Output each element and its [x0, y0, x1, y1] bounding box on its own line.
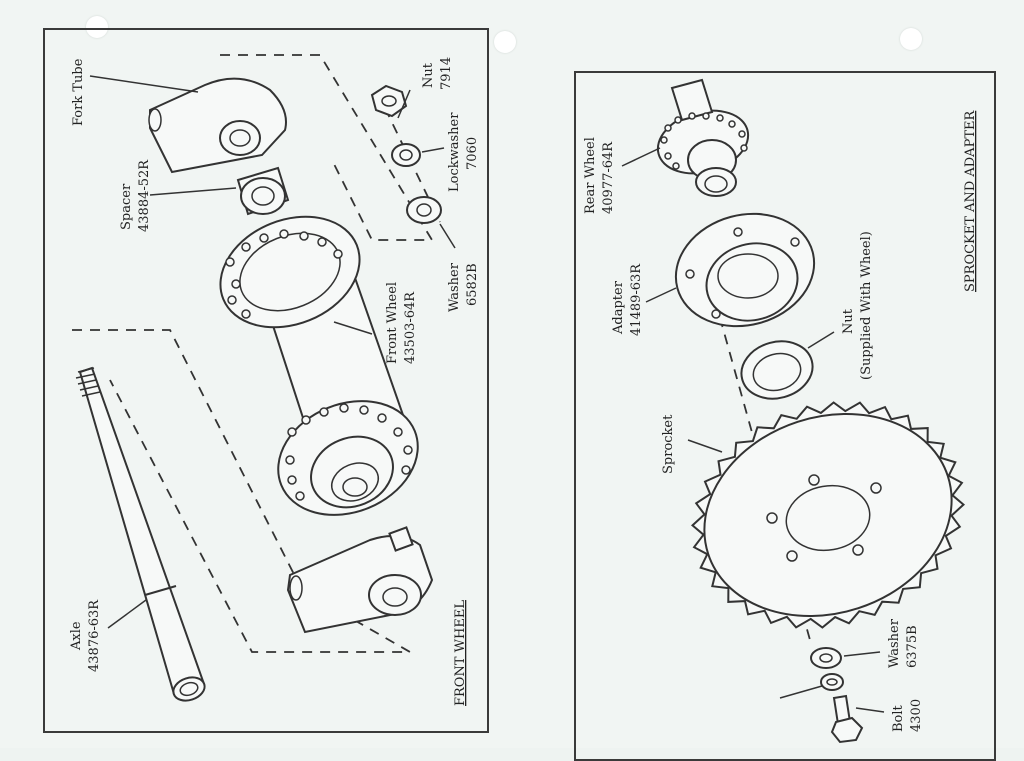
label-rear-wheel: Rear Wheel: [583, 137, 598, 214]
label-axle-number: 43876-63R: [87, 599, 102, 672]
label-nut: Nut: [421, 62, 436, 88]
punch-hole: [900, 28, 922, 50]
axle-part: [75, 366, 206, 702]
label-lockwasher: Lockwasher: [447, 112, 462, 192]
sprocket-part: [690, 401, 966, 629]
label-adapter-nut-note: (Supplied With Wheel): [859, 231, 874, 380]
label-lockwasher-number: 7060: [465, 137, 480, 170]
front-wheel-panel: [43, 28, 489, 733]
label-washer-6375b: Washer: [887, 618, 902, 668]
front-wheel-title: FRONT WHEEL: [453, 600, 468, 706]
label-spacer: Spacer: [119, 183, 134, 230]
hub-spoke-holes: [660, 112, 748, 170]
leader-lines-left: [89, 75, 456, 629]
label-washer: Washer: [447, 262, 462, 312]
label-bolt: Bolt: [891, 704, 906, 732]
label-rear-wheel-number: 40977-64R: [601, 141, 616, 214]
label-bolt-number: 4300: [909, 699, 924, 732]
punch-hole: [494, 31, 516, 53]
label-adapter-nut: Nut: [841, 308, 856, 334]
label-front-wheel-number: 43503-64R: [403, 291, 418, 364]
label-axle: Axle: [69, 621, 84, 651]
label-fork-tube: Fork Tube: [71, 58, 86, 126]
bolt-4300: [830, 694, 864, 744]
washer-6375b: [810, 647, 844, 691]
label-front-wheel: Front Wheel: [385, 282, 400, 364]
leader-lines-right: [621, 147, 885, 713]
label-nut-number: 7914: [439, 57, 454, 90]
sprocket-adapter-title: SPROCKET AND ADAPTER: [963, 110, 978, 292]
washer-6582b: [406, 196, 442, 224]
label-washer-number: 6582B: [465, 263, 480, 306]
label-washer-6375b-number: 6375B: [905, 625, 920, 668]
label-adapter: Adapter: [611, 280, 626, 335]
nut-7914: [370, 84, 408, 118]
label-sprocket: Sprocket: [661, 414, 676, 474]
fork-tube-top: [148, 77, 287, 174]
adapter-nut: [740, 340, 814, 400]
punch-hole: [86, 16, 108, 38]
spoke-holes: [225, 229, 413, 501]
label-spacer-number: 43884-52R: [137, 159, 152, 232]
front-wheel-hub: [219, 215, 419, 516]
rear-wheel-hub: [656, 78, 750, 197]
label-adapter-number: 41489-63R: [629, 263, 644, 336]
axle-thread: [75, 367, 101, 397]
fork-tube-bottom: [286, 526, 434, 634]
adapter-part: [674, 212, 816, 328]
spacer-part: [236, 166, 290, 216]
lockwasher-7060: [391, 143, 421, 167]
